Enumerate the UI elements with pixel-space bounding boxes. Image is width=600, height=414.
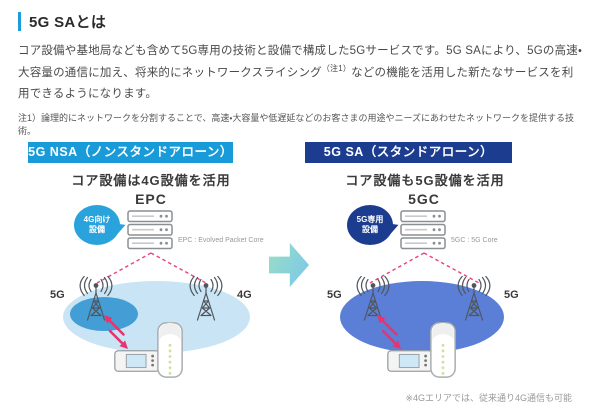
- intro-footnote-ref: （注1）: [321, 64, 352, 74]
- nsa-banner: 5G NSA（ノンスタンドアローン）: [28, 142, 233, 163]
- updown-arrows-icon: [377, 315, 401, 349]
- mobile-router-icon: [387, 350, 433, 372]
- nsa-core-label: EPC: [135, 191, 167, 207]
- nsa-antenna-left-label: 5G: [50, 289, 65, 301]
- sa-5g-coverage-ellipse: [340, 281, 504, 353]
- nsa-5g-coverage-ellipse: [70, 297, 138, 331]
- nsa-subtitle: コア設備は4G設備を活用: [71, 173, 231, 188]
- updown-arrows-icon: [104, 315, 128, 349]
- nsa-antenna-right-label: 4G: [237, 289, 252, 301]
- sa-subtitle: コア設備も5G設備を活用: [345, 173, 505, 188]
- server-icon: [400, 210, 446, 250]
- server-icon: [127, 210, 173, 250]
- antenna-5g-icon: [457, 276, 491, 321]
- antenna-5g-icon: [356, 276, 390, 321]
- section-header: 5G SAとは: [18, 11, 600, 32]
- sa-dashed-link-lines: [369, 252, 480, 284]
- mobile-router-icon: [114, 350, 160, 372]
- intro-paragraph: コア設備や基地局なども含めて5G専用の技術と設備で構成した5Gサービスです。5G…: [18, 41, 584, 106]
- sa-core-caption: 5GC : 5G Core: [451, 237, 498, 244]
- page-title: 5G SAとは: [29, 14, 107, 31]
- intro-text-before: コア設備や基地局なども含めて5G専用の技術と設備で構成した5Gサービスです。5G…: [18, 45, 583, 80]
- bottom-note: ※4Gエリアでは、従来通り4G通信も可能: [405, 393, 572, 403]
- nsa-core-caption: EPC : Evolved Packet Core: [178, 237, 264, 244]
- sa-core-label: 5GC: [408, 191, 440, 207]
- home-router-icon: [430, 322, 456, 378]
- balloon-text: 5G専用: [356, 215, 384, 224]
- sa-antenna-right-label: 5G: [504, 289, 519, 301]
- intro-text-after: などの機能を活用した新たなサービスを利用できるようになります。: [18, 67, 574, 101]
- title-accent-bar: [18, 12, 21, 31]
- sa-equipment-balloon: 5G専用 設備: [347, 205, 393, 245]
- transition-arrow-icon: [269, 243, 309, 287]
- sa-antenna-left-label: 5G: [327, 289, 342, 301]
- sa-banner: 5G SA（スタンドアローン）: [305, 142, 512, 163]
- nsa-equipment-balloon: 4G向け 設備: [74, 205, 120, 245]
- balloon-text: 設備: [362, 225, 378, 234]
- antenna-4g-icon: [189, 276, 223, 321]
- antenna-5g-icon: [79, 276, 113, 321]
- home-router-icon: [157, 322, 183, 378]
- balloon-text: 4G向け: [83, 215, 111, 224]
- balloon-text: 設備: [89, 225, 105, 234]
- footnote: 注1）論理的にネットワークを分割することで、高速・大容量や低遅延などのお客さまの…: [18, 112, 574, 136]
